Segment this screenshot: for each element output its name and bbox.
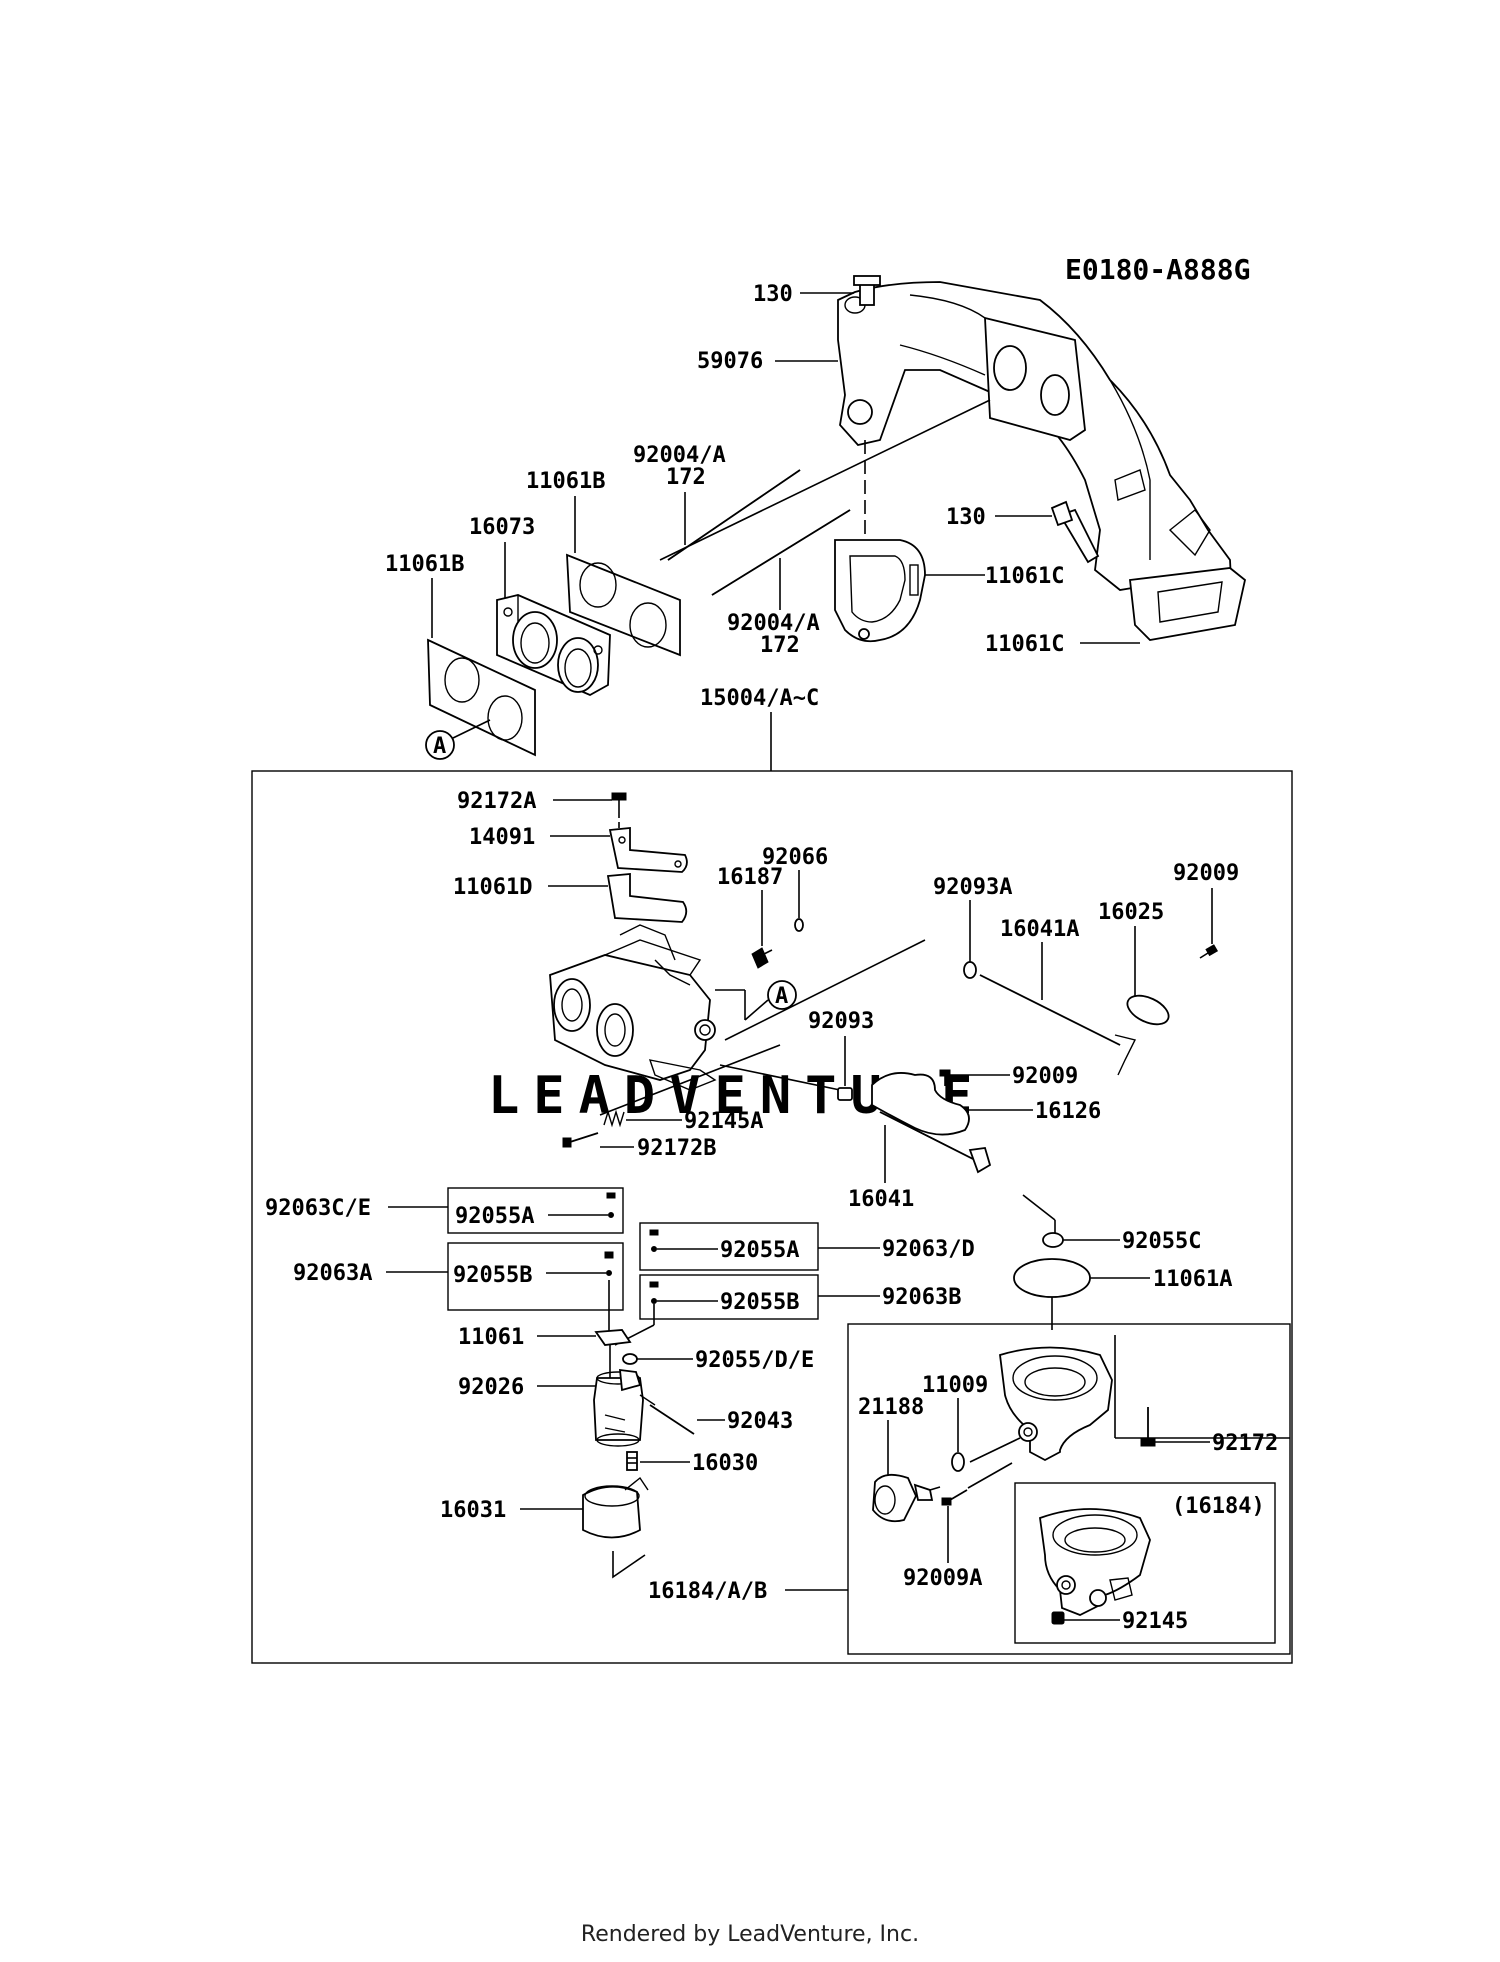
label-92009-mid: 92009: [1012, 1064, 1078, 1089]
spring-92145a-part: [603, 1109, 625, 1128]
label-172-top: 172: [666, 465, 706, 490]
bolt-130-top-part: [800, 275, 881, 306]
section-ref-16184: (16184): [1172, 1494, 1265, 1519]
gasket-11061b-right-part: [566, 553, 681, 657]
label-92043: 92043: [727, 1409, 793, 1434]
screw-92172b-part: [562, 1132, 599, 1148]
spacer-16073-part: [496, 594, 611, 697]
label-16184ab: 16184/A/B: [648, 1579, 767, 1604]
gasket-11061a-part: [1013, 1258, 1091, 1298]
label-92145: 92145: [1122, 1609, 1188, 1634]
label-15004: 15004/A~C: [700, 686, 819, 711]
label-92172: 92172: [1212, 1431, 1278, 1456]
label-11061a: 11061A: [1153, 1267, 1232, 1292]
shaft-16041a-part: [979, 974, 1137, 1076]
float-bowl-part: [999, 1346, 1113, 1462]
label-92055de: 92055/D/E: [695, 1348, 814, 1373]
float-bowl-box: [847, 1323, 1291, 1655]
label-92093: 92093: [808, 1009, 874, 1034]
intake-manifold-part: [837, 281, 1247, 641]
label-92026: 92026: [458, 1375, 524, 1400]
label-92172b: 92172B: [637, 1136, 716, 1161]
label-16025: 16025: [1098, 900, 1164, 925]
label-11061c-upper: 11061C: [985, 564, 1064, 589]
float-16031-part: [582, 1476, 649, 1539]
stud-92004a-top-part: [667, 469, 801, 561]
throttle-plate-16126-part: [871, 1072, 970, 1136]
callout-a-upper: A: [433, 734, 446, 759]
label-92145a: 92145A: [684, 1109, 763, 1134]
box-92055b-left: [447, 1242, 624, 1311]
gasket-11061-part: [594, 1329, 632, 1346]
float-bowl-16184-part: [1039, 1508, 1151, 1616]
label-16031: 16031: [440, 1498, 506, 1523]
shaft-16041-part: [879, 1111, 992, 1174]
label-11009: 11009: [922, 1373, 988, 1398]
label-92093a: 92093A: [933, 875, 1012, 900]
label-172-bottom: 172: [760, 633, 800, 658]
screw-92172a-part: [611, 792, 627, 812]
label-92066: 92066: [762, 845, 828, 870]
solenoid-92026-part: [593, 1368, 656, 1447]
box-92055a-middle: [639, 1222, 819, 1271]
label-130-mid: 130: [946, 505, 986, 530]
screw-92172-part: [1140, 1407, 1156, 1447]
label-11061b-left: 11061B: [385, 552, 464, 577]
carburetor-assembly-box: [251, 770, 1293, 1664]
screw-92009a-part: [941, 1489, 968, 1506]
callout-a-inner: A: [775, 984, 788, 1009]
label-92055a-middle: 92055A: [720, 1238, 799, 1263]
label-92055a-left: 92055A: [455, 1204, 534, 1229]
label-16030: 16030: [692, 1451, 758, 1476]
box-16184: [1014, 1482, 1276, 1644]
label-92055c: 92055C: [1122, 1229, 1201, 1254]
bracket-14091-part: [608, 827, 688, 873]
label-21188: 21188: [858, 1395, 924, 1420]
diagram-code: E0180-A888G: [1065, 253, 1250, 286]
solenoid-21188-part: [872, 1473, 941, 1523]
box-92055b-middle: [639, 1274, 819, 1320]
label-59076: 59076: [697, 349, 763, 374]
screw-92009-mid-part: [939, 1069, 951, 1086]
label-92004a-top: 92004/A: [633, 443, 726, 468]
label-92063ce: 92063C/E: [265, 1196, 371, 1221]
screw-92145-part: [1051, 1611, 1065, 1625]
box-92055a-left: [447, 1187, 624, 1234]
stud-92004a-bottom-part: [711, 509, 851, 596]
label-16187: 16187: [717, 865, 783, 890]
label-11061b-right: 11061B: [526, 469, 605, 494]
label-92009-top: 92009: [1173, 861, 1239, 886]
gasket-11061b-left-part: [427, 638, 536, 757]
footer-credit: Rendered by LeadVenture, Inc.: [580, 1922, 920, 1947]
label-11061c-lower: 11061C: [985, 632, 1064, 657]
label-16073: 16073: [469, 515, 535, 540]
label-92055b-left: 92055B: [453, 1263, 532, 1288]
jet-16030-part: [626, 1451, 638, 1471]
label-16041a: 16041A: [1000, 917, 1079, 942]
label-11061d: 11061D: [453, 875, 532, 900]
label-92055b-middle: 92055B: [720, 1290, 799, 1315]
gasket-11061d-part: [606, 873, 688, 923]
label-130-top: 130: [753, 282, 793, 307]
label-14091: 14091: [469, 825, 535, 850]
label-92063b: 92063B: [882, 1285, 961, 1310]
carburetor-body-part: [549, 924, 717, 1091]
label-11061: 11061: [458, 1325, 524, 1350]
label-92172a: 92172A: [457, 789, 536, 814]
label-92063a: 92063A: [293, 1261, 372, 1286]
jet-16187-part: [751, 947, 773, 969]
gasket-11061c-upper-part: [834, 539, 926, 643]
screw-92009-top-part: [1199, 944, 1219, 959]
bolt-130-mid-part: [995, 500, 1100, 564]
label-16126: 16126: [1035, 1099, 1101, 1124]
choke-plate-16025-part: [1126, 994, 1170, 1026]
label-92004a-bottom: 92004/A: [727, 611, 820, 636]
label-16041: 16041: [848, 1187, 914, 1212]
label-92009a: 92009A: [903, 1566, 982, 1591]
label-92063d: 92063/D: [882, 1237, 975, 1262]
